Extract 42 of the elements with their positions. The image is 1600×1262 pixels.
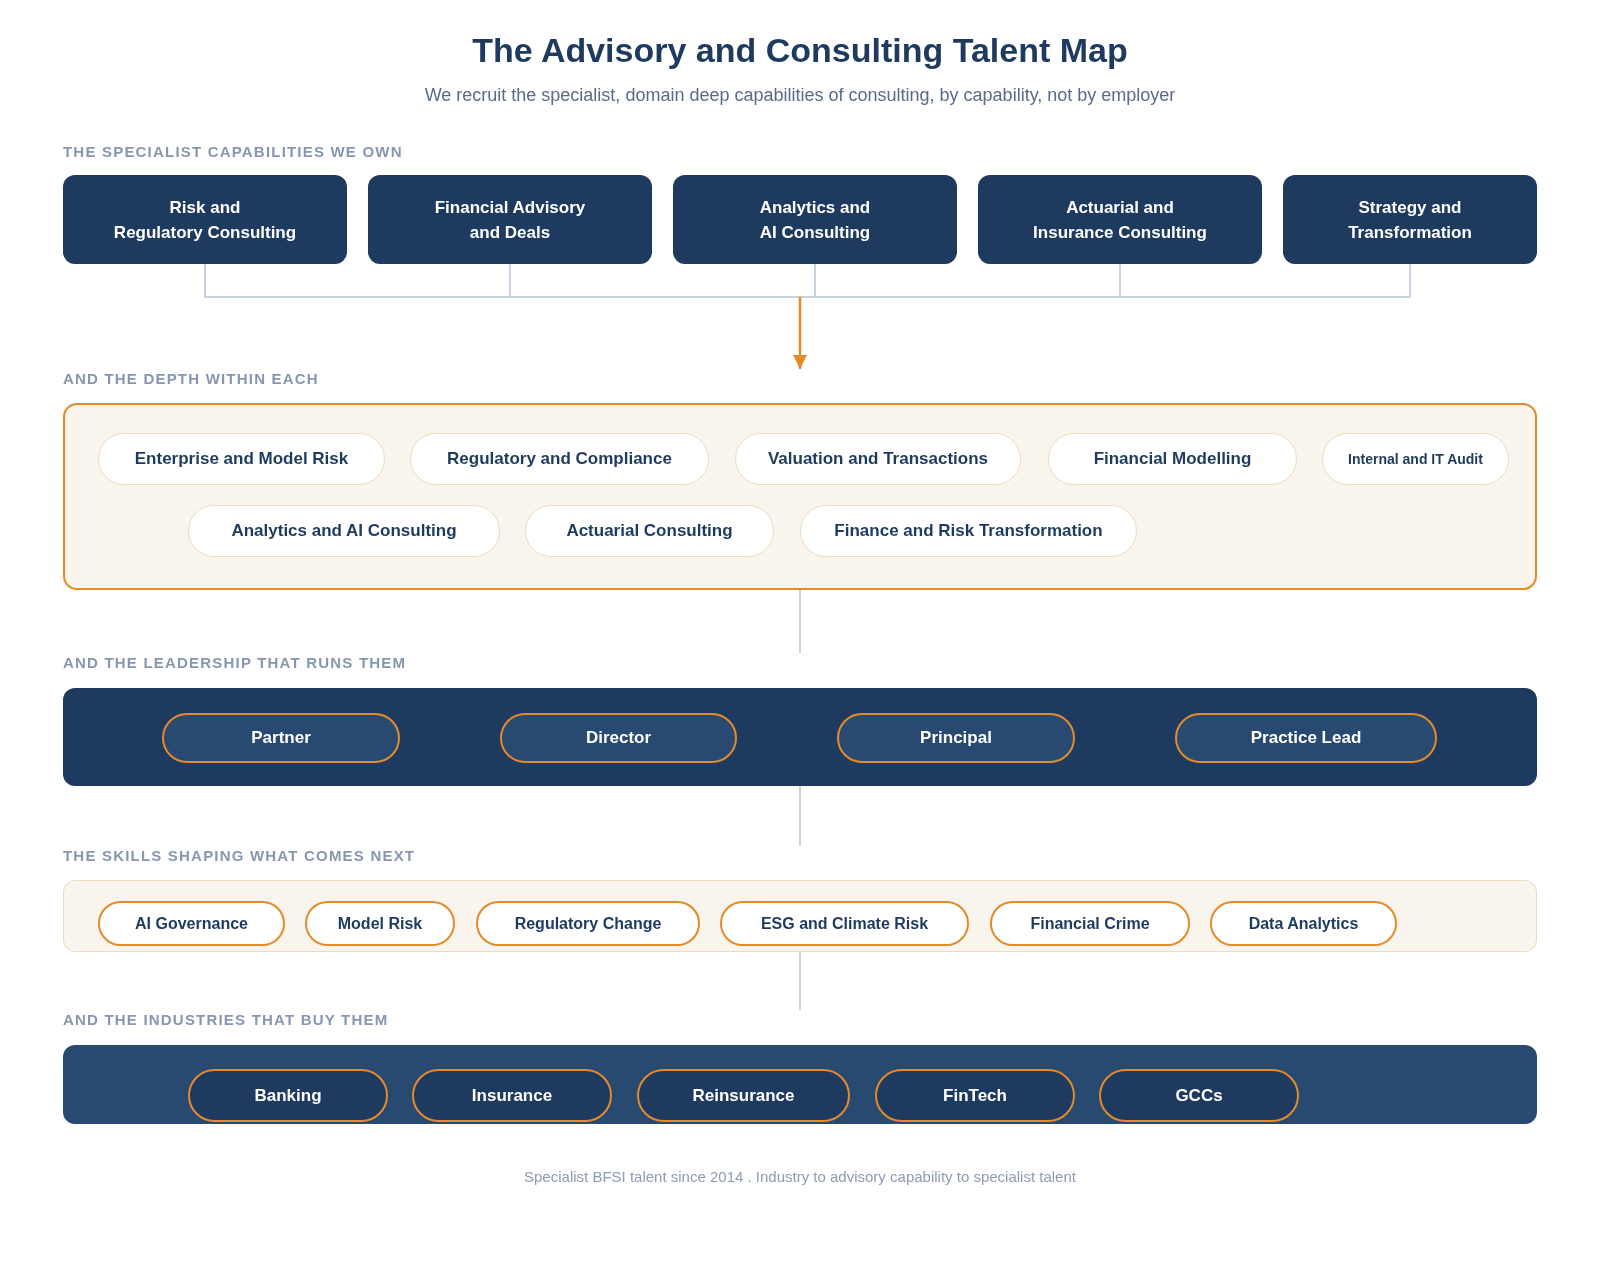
specialism-pill: Finance and Risk Transformation: [800, 505, 1137, 557]
specialism-pill: Analytics and AI Consulting: [188, 505, 500, 557]
arrow: [793, 297, 807, 369]
title: The Advisory and Consulting Talent Map: [472, 30, 1128, 71]
specialism-pill: Valuation and Transactions: [735, 433, 1021, 485]
connector-line: [799, 589, 801, 654]
specialism-pill: Actuarial Consulting: [525, 505, 774, 557]
skill-pill: AI Governance: [98, 901, 285, 946]
skill-pill: Financial Crime: [990, 901, 1190, 946]
connector-line: [799, 785, 801, 847]
capability-box: Strategy and Transformation: [1283, 175, 1537, 264]
footer-note: Specialist BFSI talent since 2014 . Industry to advisory capability to specialist talent: [524, 1167, 1076, 1187]
section-heading: THE SKILLS SHAPING WHAT COMES NEXT: [63, 846, 416, 866]
connector-line: [799, 951, 801, 1011]
role-pill: Principal: [837, 713, 1075, 763]
capability-box: Analytics and AI Consulting: [673, 175, 957, 264]
skill-pill: Model Risk: [305, 901, 455, 946]
skill-pill: Data Analytics: [1210, 901, 1397, 946]
skill-pill: ESG and Climate Risk: [720, 901, 969, 946]
section-heading: AND THE INDUSTRIES THAT BUY THEM: [63, 1010, 389, 1030]
section-heading: AND THE LEADERSHIP THAT RUNS THEM: [63, 653, 407, 673]
skill-pill: Regulatory Change: [476, 901, 700, 946]
section-heading: AND THE DEPTH WITHIN EACH: [63, 369, 319, 389]
specialism-pill: Financial Modelling: [1048, 433, 1297, 485]
capability-box: Risk and Regulatory Consulting: [63, 175, 347, 264]
connector-line: [799, 263, 1411, 298]
industry-pill: Reinsurance: [637, 1069, 850, 1122]
role-pill: Director: [500, 713, 737, 763]
industry-pill: FinTech: [875, 1069, 1075, 1122]
capability-box: Actuarial and Insurance Consulting: [978, 175, 1262, 264]
role-pill: Partner: [162, 713, 400, 763]
specialism-pill: Enterprise and Model Risk: [98, 433, 385, 485]
section-heading: THE SPECIALIST CAPABILITIES WE OWN: [63, 142, 403, 162]
subtitle: We recruit the specialist, domain deep capabilities of consulting, by capability, not by employer: [424, 84, 1176, 106]
capability-box: Financial Advisory and Deals: [368, 175, 652, 264]
industry-pill: GCCs: [1099, 1069, 1299, 1122]
industry-pill: Insurance: [412, 1069, 612, 1122]
connector-line: [509, 263, 801, 298]
role-pill: Practice Lead: [1175, 713, 1437, 763]
specialism-pill: Internal and IT Audit: [1322, 433, 1509, 485]
industry-pill: Banking: [188, 1069, 388, 1122]
specialism-pill: Regulatory and Compliance: [410, 433, 709, 485]
